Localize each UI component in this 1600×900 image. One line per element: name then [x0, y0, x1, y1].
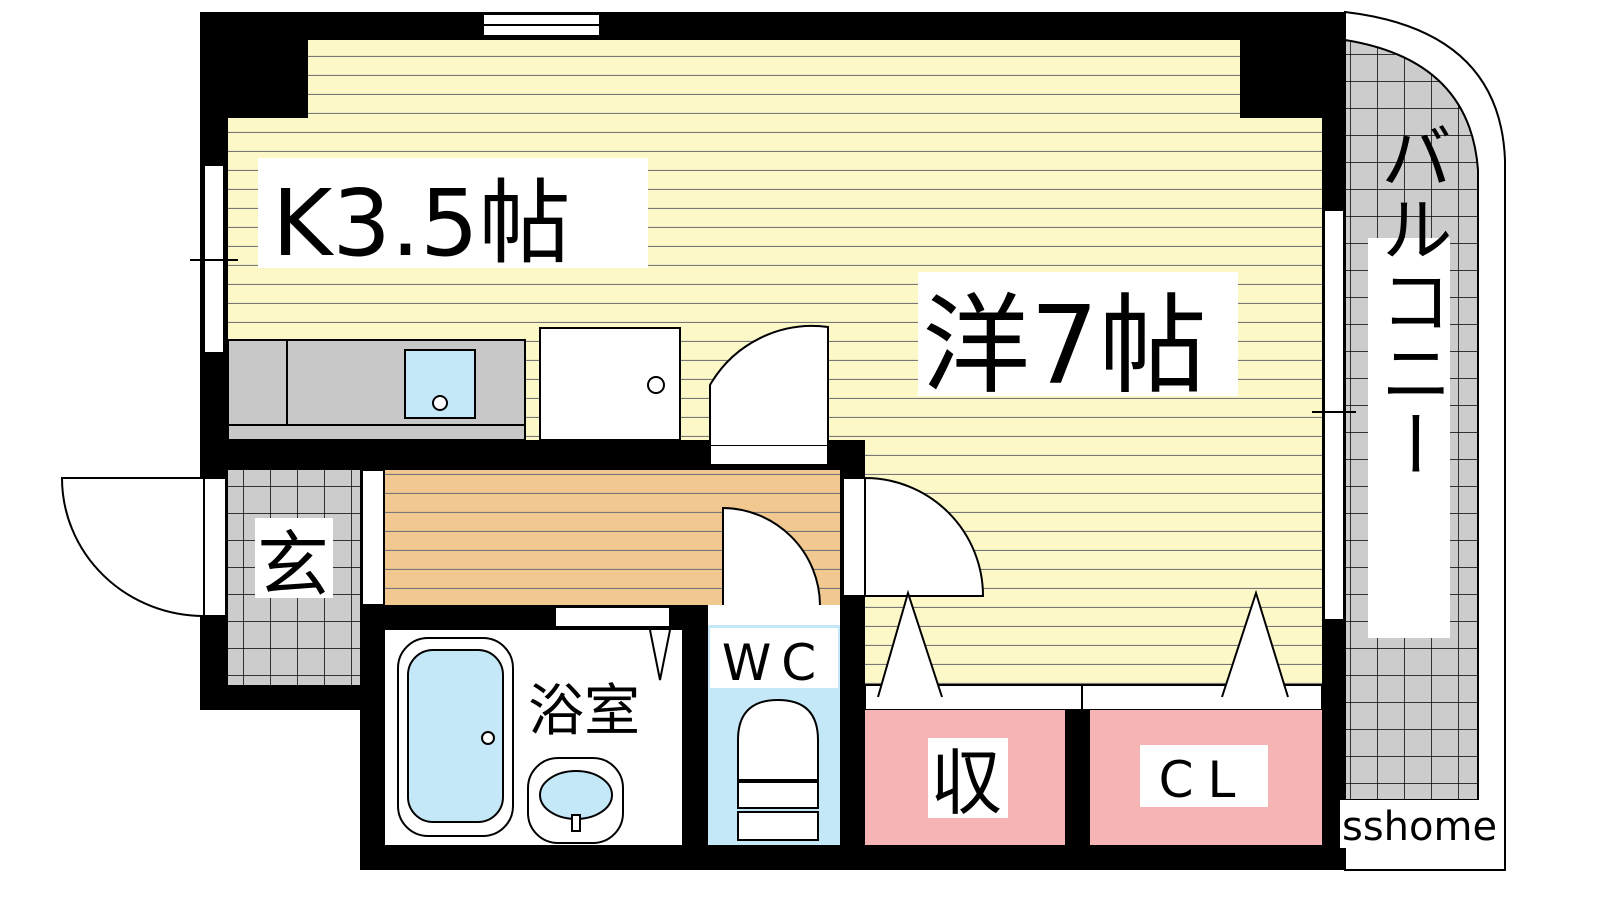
toilet	[737, 698, 819, 781]
label-entrance: 玄	[257, 523, 329, 607]
label-wc: WC	[722, 634, 826, 692]
door-swing-wc	[722, 506, 821, 606]
watermark: sshome	[1342, 804, 1497, 850]
label-bathroom: 浴室	[528, 679, 640, 744]
door-swing-room	[709, 324, 829, 445]
label-kitchen: K3.5帖	[272, 170, 571, 277]
door-swing-hall	[864, 476, 985, 597]
bathtub	[407, 649, 504, 823]
label-closet: CL	[1159, 751, 1250, 809]
window-right	[1323, 209, 1345, 621]
label-western-room: 洋7帖	[922, 284, 1207, 409]
label-balcony: バルコニー	[1368, 120, 1452, 480]
front-door-swing[interactable]	[60, 477, 205, 618]
label-storage: 収	[930, 741, 1002, 825]
